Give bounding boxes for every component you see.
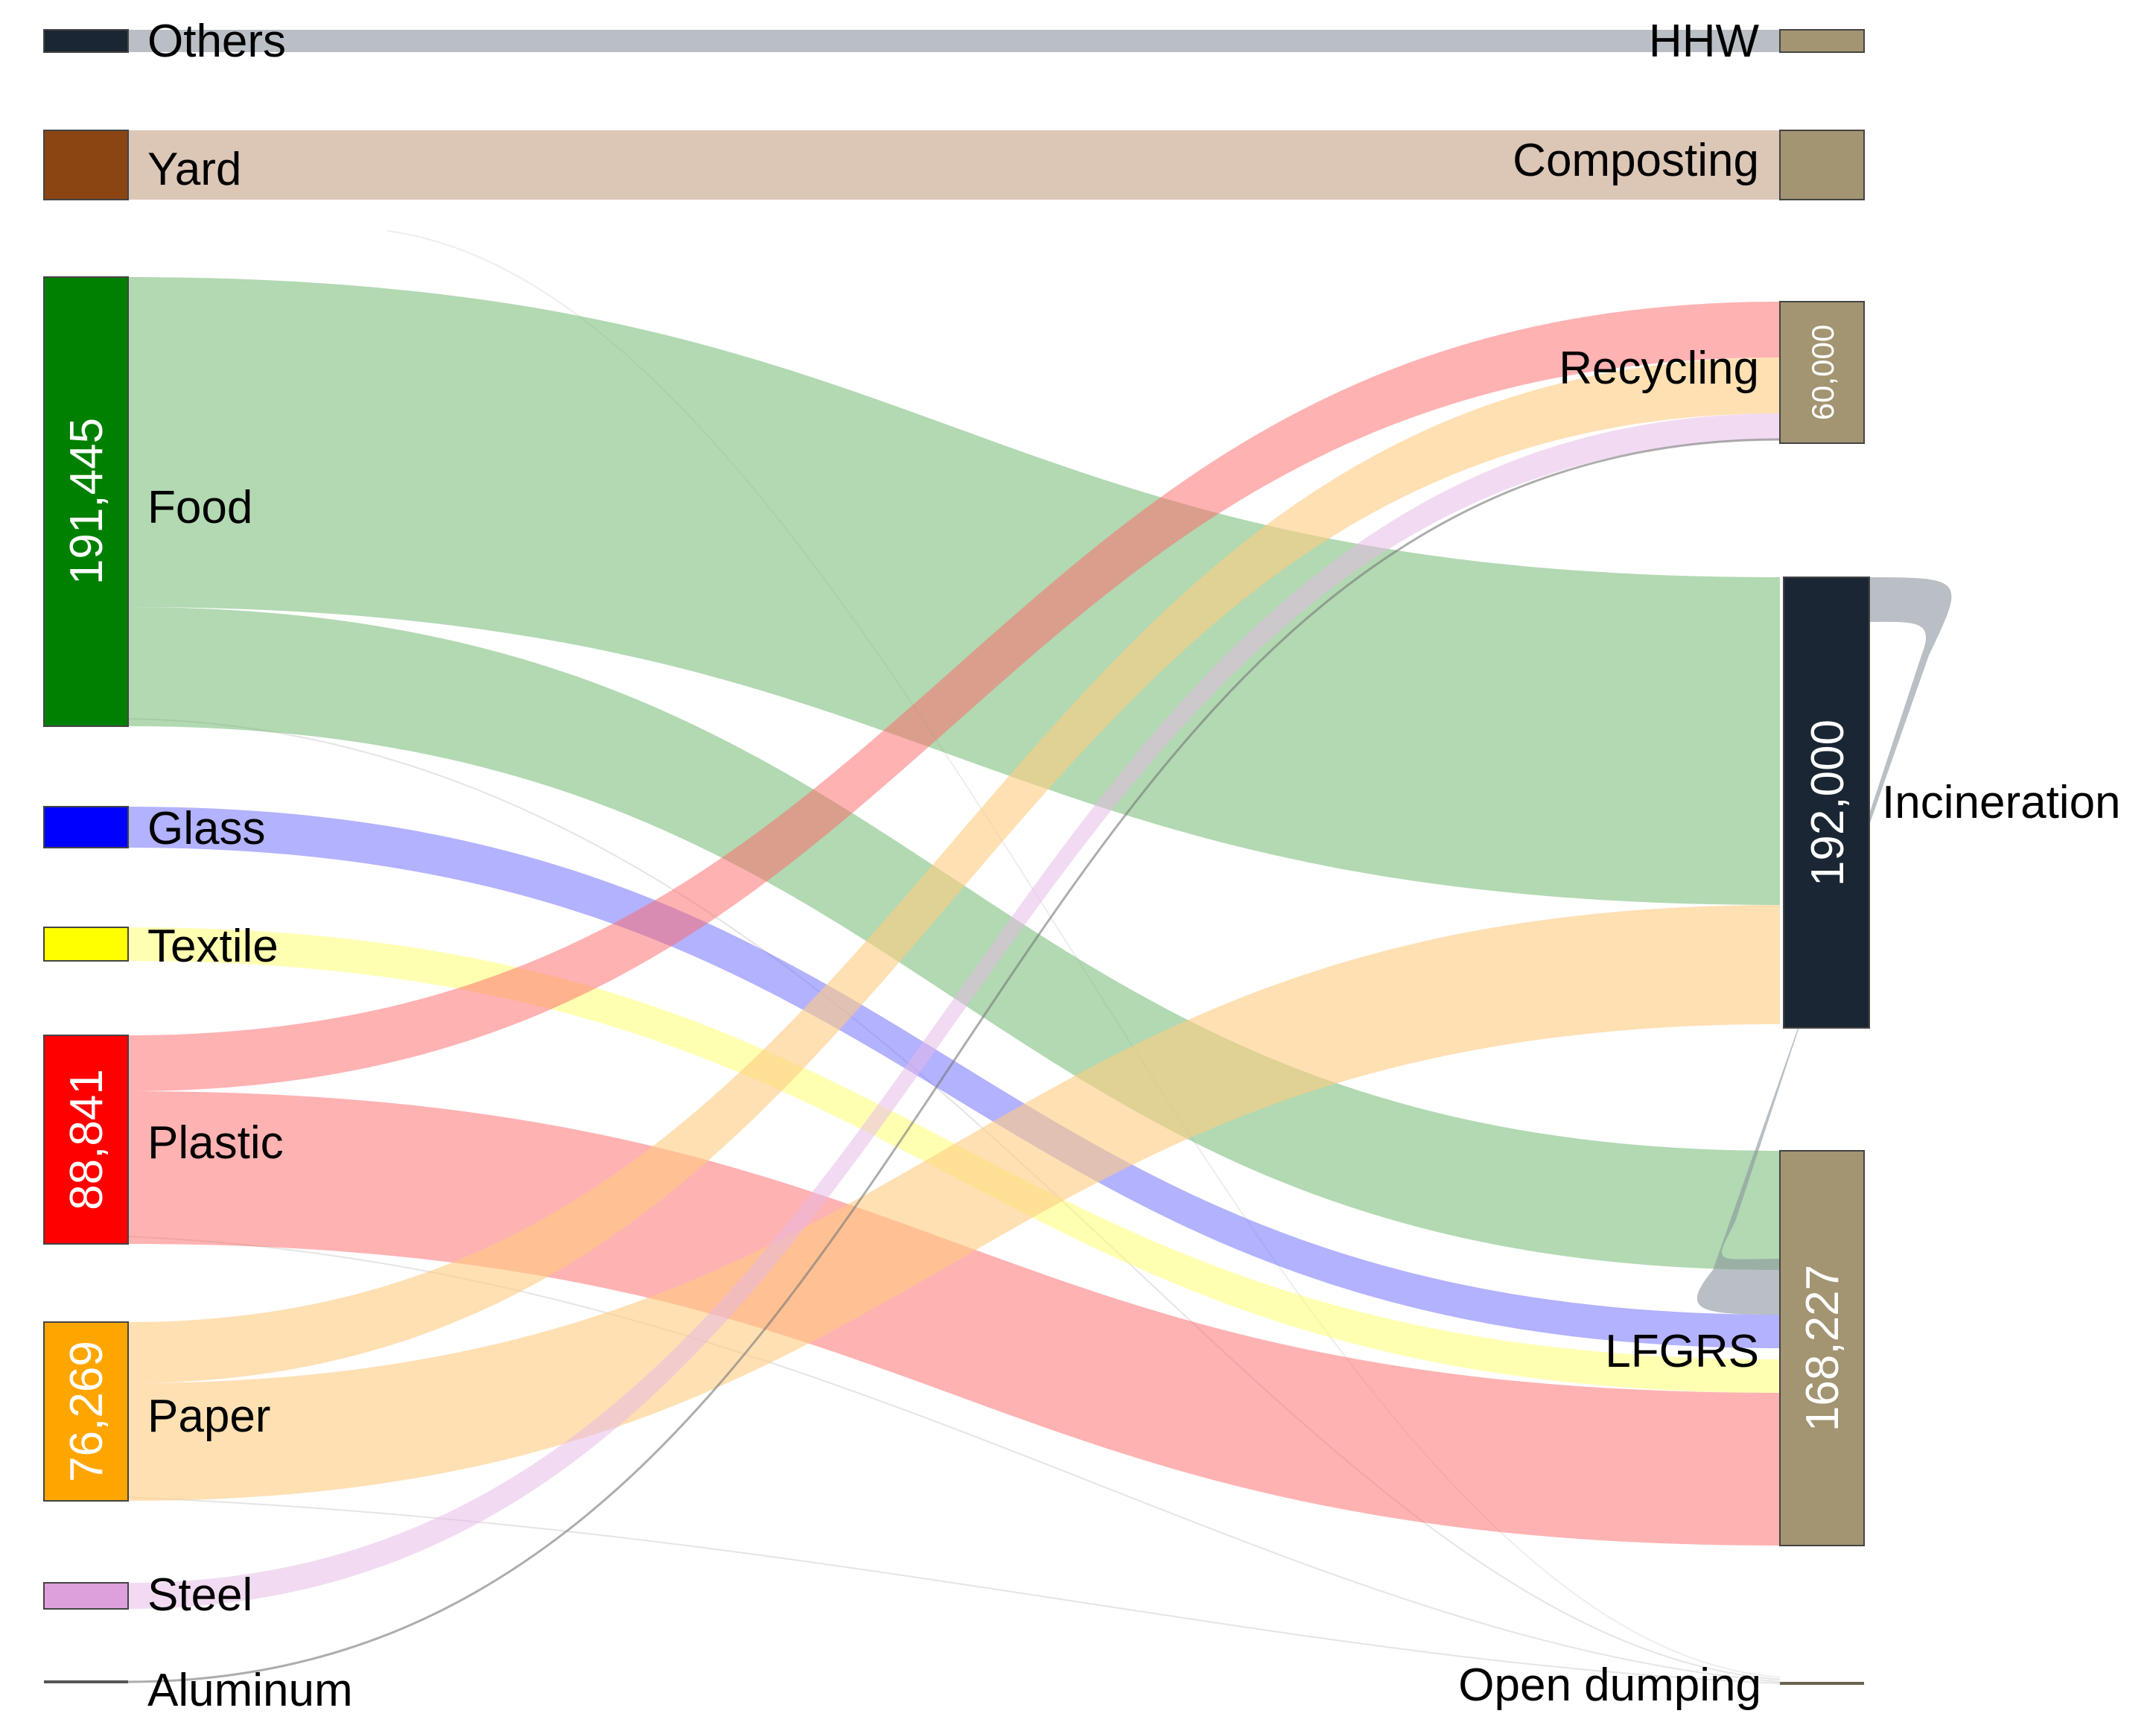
label-plastic: Plastic	[147, 1117, 284, 1169]
value-incineration: 192,000	[1802, 720, 1854, 886]
label-glass: Glass	[147, 803, 265, 854]
label-open-dumping: Open dumping	[1458, 1660, 1761, 1711]
node-composting	[1779, 130, 1865, 200]
node-food	[43, 276, 129, 727]
value-food: 191,445	[61, 418, 112, 585]
flow-link-food-incineration	[128, 277, 1780, 905]
value-recycling: 60,000	[1805, 325, 1840, 420]
node-plastic	[43, 1035, 129, 1245]
flow-link-aluminum-recycling	[127, 438, 1781, 1683]
value-plastic: 88,841	[61, 1069, 112, 1210]
node-hhw	[1779, 29, 1865, 53]
flow-link-glass-lfgrs	[128, 807, 1780, 1348]
value-lfgrs: 168,227	[1797, 1265, 1848, 1432]
label-lfgrs: LFGRS	[1605, 1326, 1759, 1377]
node-open-dumping	[1780, 1682, 1864, 1685]
node-yard	[43, 130, 129, 200]
label-hhw: HHW	[1649, 16, 1760, 67]
node-steel	[43, 1582, 129, 1610]
flow-link-others-hhw	[128, 30, 1780, 52]
label-textile: Textile	[147, 921, 279, 972]
node-recycling	[1779, 301, 1865, 444]
flow-link-plastic-recycling	[128, 302, 1780, 1091]
flow-link-yard-composting	[128, 130, 1780, 200]
value-paper: 76,269	[61, 1341, 112, 1482]
label-others: Others	[147, 16, 286, 67]
node-paper	[43, 1321, 129, 1502]
target-nodes	[1779, 29, 1870, 1685]
target-labels: HHW Composting Recycling Incineration LF…	[1458, 16, 2120, 1711]
label-composting: Composting	[1513, 135, 1759, 186]
flow-link-paper-recycling	[128, 358, 1780, 1383]
node-others	[43, 29, 129, 53]
label-food: Food	[147, 482, 252, 533]
node-aluminum	[44, 1680, 128, 1683]
flow-link-food-lfgrs	[128, 607, 1780, 1270]
node-glass	[43, 806, 129, 848]
label-aluminum: Aluminum	[147, 1665, 353, 1716]
label-incineration: Incineration	[1882, 777, 2121, 828]
node-textile	[43, 927, 129, 962]
source-nodes	[43, 29, 129, 1683]
flow-link-plastic-lfgrs	[128, 1091, 1780, 1546]
label-steel: Steel	[147, 1569, 252, 1621]
flow-link-steel-recycling	[128, 413, 1780, 1609]
flow-links	[127, 30, 1952, 1684]
value-labels: 191,445 88,841 76,269 60,000 192,000 168…	[61, 325, 1854, 1482]
node-incineration	[1783, 577, 1870, 1029]
source-labels: Others Yard Food Glass Textile Plastic P…	[147, 16, 353, 1716]
flow-link-paper-incineration	[128, 905, 1780, 1501]
node-lfgrs	[1779, 1150, 1865, 1546]
flow-link-faint	[127, 1496, 1781, 1684]
label-yard: Yard	[147, 144, 241, 195]
flow-link-incineration-lfgrs	[1697, 577, 1952, 1315]
label-paper: Paper	[147, 1391, 270, 1442]
label-recycling: Recycling	[1559, 343, 1759, 394]
